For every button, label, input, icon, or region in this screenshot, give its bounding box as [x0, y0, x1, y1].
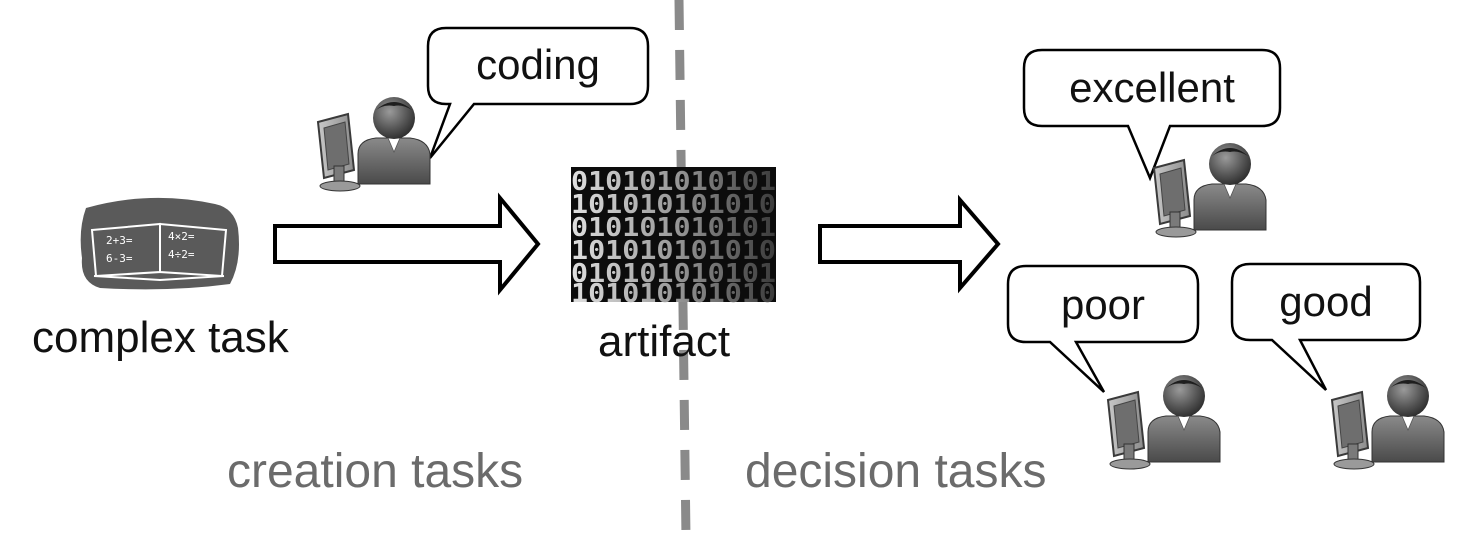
speech-bubble-coding [426, 26, 650, 159]
bubble-text-excellent: excellent [1069, 64, 1235, 111]
bubble-text-poor: poor [1060, 281, 1146, 328]
task-label: complex task [32, 313, 289, 362]
binary-row: 101010101010 [571, 190, 776, 220]
judge-person-icon [1331, 374, 1445, 470]
creator-person-icon [317, 96, 431, 192]
book-formula: 4÷2= [168, 248, 195, 261]
book-formula: 4×2= [168, 230, 195, 243]
artifact-label: artifact [598, 317, 731, 366]
binary-row: 101010101010 [571, 279, 776, 309]
book-icon: 2+3= 6-3= 4×2= 4÷2= [80, 197, 240, 290]
arrow-right-icon [273, 192, 541, 296]
artifact-binary-image: 010101010101 101010101010 010101010101 1… [571, 167, 776, 309]
arrow-right-icon [818, 194, 1001, 294]
binary-row: 010101010101 [571, 167, 776, 197]
speech-bubble-excellent [1022, 48, 1282, 182]
bubble-text-coding: coding [476, 41, 600, 88]
book-formula: 2+3= [106, 234, 133, 247]
book-formula: 6-3= [106, 252, 133, 265]
binary-row: 101010101010 [571, 236, 776, 266]
bubble-text-good: good [1279, 278, 1373, 325]
decision-phase-label: decision tasks [745, 445, 1047, 498]
speech-bubble-poor [1006, 264, 1200, 393]
judge-person-icon [1107, 374, 1221, 470]
binary-row: 010101010101 [571, 259, 776, 289]
creation-phase-label: creation tasks [227, 445, 524, 498]
speech-bubble-good [1230, 262, 1422, 391]
binary-row: 010101010101 [571, 213, 776, 243]
judge-person-icon [1153, 142, 1267, 238]
